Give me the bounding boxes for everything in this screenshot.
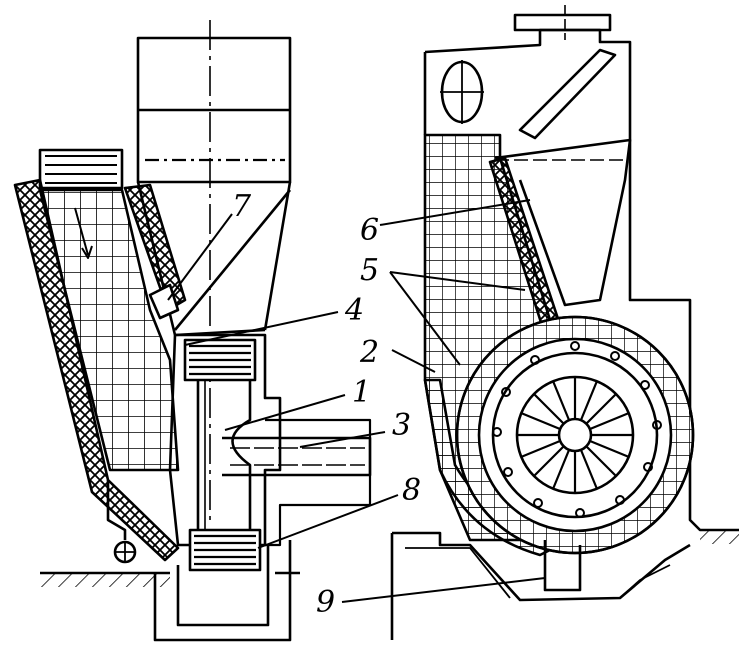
leader-9 [341, 577, 546, 603]
label-7: 7 [232, 189, 252, 224]
label-5: 5 [360, 253, 379, 288]
label-3: 3 [392, 408, 411, 443]
leader-4 [184, 311, 339, 346]
leader-5a [389, 271, 526, 291]
leader-3 [299, 431, 386, 448]
label-9: 9 [316, 585, 335, 620]
leader-lines [167, 199, 546, 603]
label-4: 4 [344, 293, 364, 328]
leader-1 [224, 394, 346, 431]
label-1: 1 [352, 375, 371, 410]
label-8: 8 [402, 473, 421, 508]
leader-8 [257, 494, 399, 549]
left-section-view [13, 20, 372, 642]
leader-6 [379, 199, 531, 226]
leader-2 [391, 349, 436, 373]
label-6: 6 [360, 213, 379, 248]
leader-7 [167, 213, 233, 301]
leader-5b [389, 271, 461, 366]
callout-labels: 7 6 5 4 2 1 3 8 9 [232, 189, 421, 620]
label-2: 2 [359, 335, 379, 370]
right-section-view [390, 5, 739, 640]
